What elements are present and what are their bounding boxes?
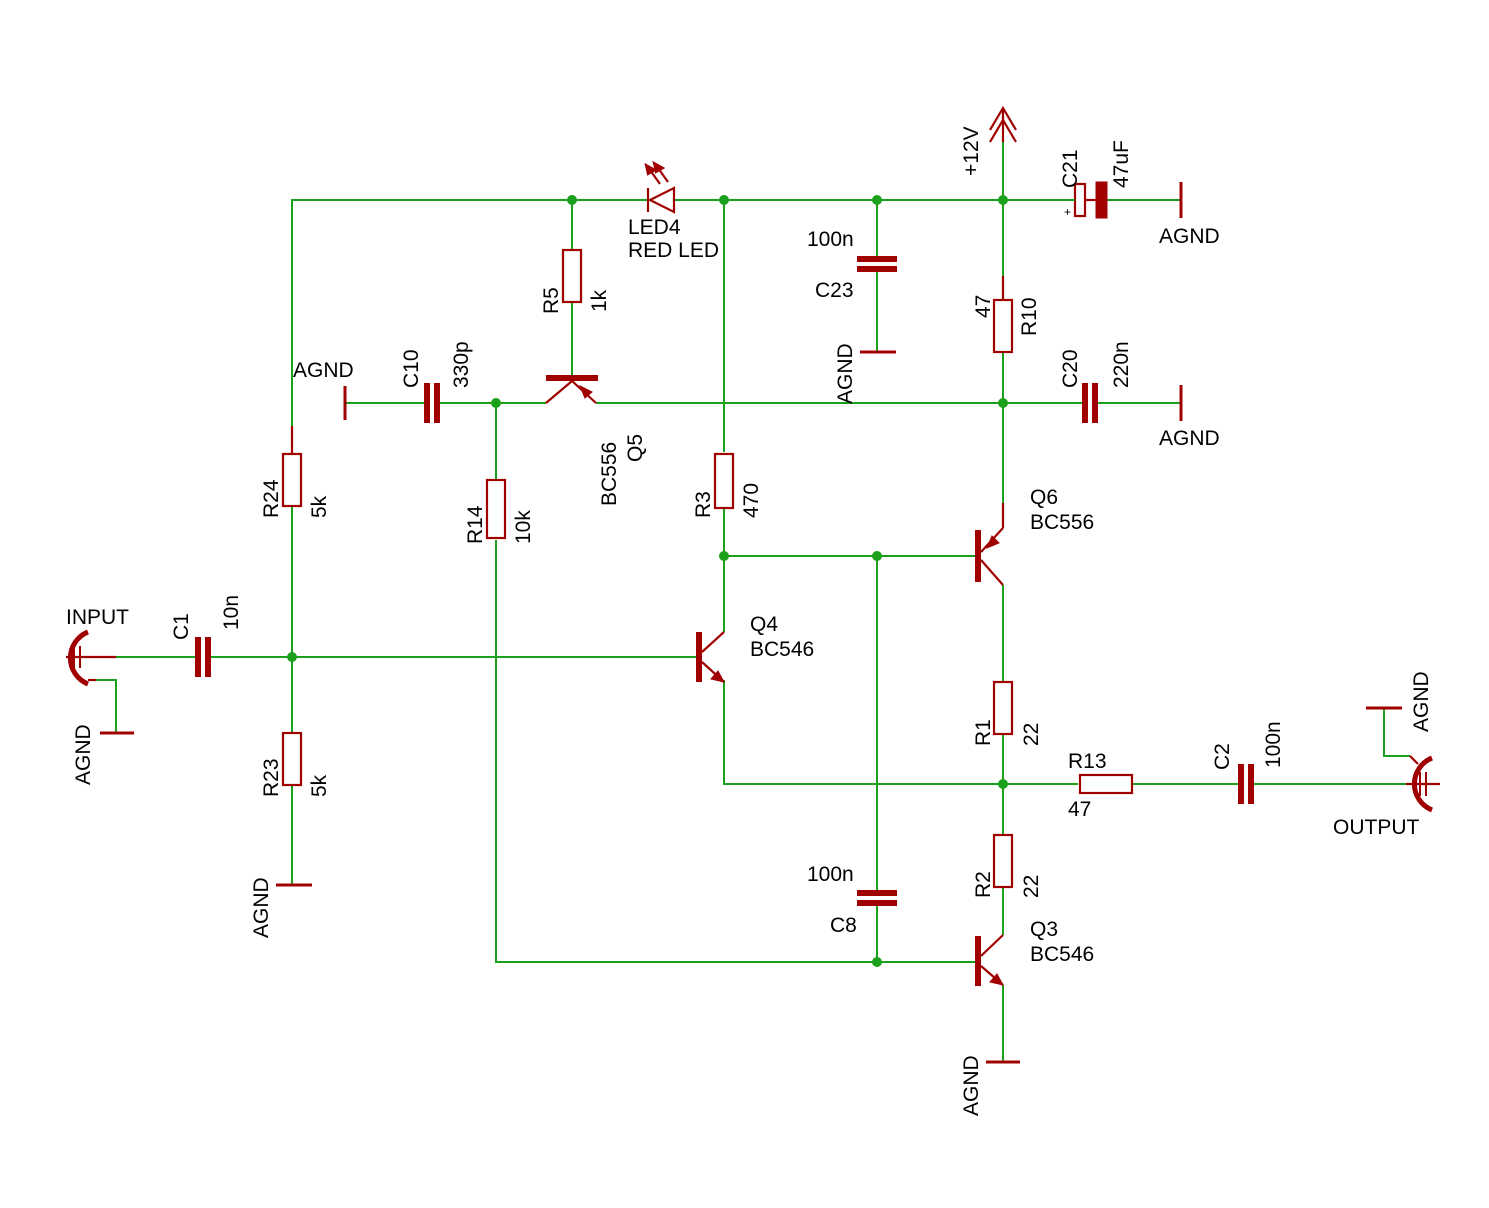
capacitors <box>195 256 1254 906</box>
label-r1-name: R1 <box>972 719 995 746</box>
label-r3-name: R3 <box>692 491 715 518</box>
capacitor-c21 <box>1064 181 1108 219</box>
label-agnd-c10: AGND <box>293 359 354 382</box>
label-r10-value: 47 <box>972 295 995 318</box>
resistor-r5 <box>561 248 583 304</box>
label-q5-name: Q5 <box>624 434 647 462</box>
label-c8-name: C8 <box>830 914 857 937</box>
transistor-q5 <box>545 375 598 404</box>
label-c1-name: C1 <box>170 613 193 640</box>
label-r10-name: R10 <box>1018 297 1041 336</box>
junctions <box>287 195 1008 967</box>
led4-diode <box>644 160 676 214</box>
junction-dot <box>719 551 729 561</box>
label-r23-value: 5k <box>308 774 331 797</box>
label-r13-name: R13 <box>1068 750 1107 773</box>
label-r3-value: 470 <box>740 483 763 518</box>
wires <box>88 140 1410 1062</box>
label-vcc: +12V <box>960 126 983 176</box>
label-c21-name: C21 <box>1059 149 1082 188</box>
wire-r14-bottom <box>495 540 975 963</box>
label-r14-value: 10k <box>512 510 535 544</box>
resistor-r10 <box>992 298 1014 354</box>
label-c20-value: 220n <box>1110 341 1133 388</box>
junction-dot <box>567 195 577 205</box>
label-r14-name: R14 <box>464 505 487 544</box>
label-agnd-c20: AGND <box>1159 427 1220 450</box>
junction-dot <box>998 779 1008 789</box>
junction-dot <box>491 398 501 408</box>
transistor-q3 <box>975 934 1004 986</box>
resistor-r1 <box>992 680 1014 736</box>
label-q5-value: BC556 <box>598 442 621 506</box>
wire-output-gnd <box>1383 708 1410 757</box>
junction-dot <box>872 195 882 205</box>
label-q3-value: BC546 <box>1030 943 1094 966</box>
labels: INPUT AGND C1 10n R24 5k R23 5k AGND AGN… <box>66 126 1433 1116</box>
label-r23-name: R23 <box>260 758 283 797</box>
label-q4-value: BC546 <box>750 638 814 661</box>
junction-dot <box>872 551 882 561</box>
label-c10-value: 330p <box>450 341 473 388</box>
junction-dot <box>872 957 882 967</box>
wire-input-gnd <box>88 679 117 733</box>
label-c2-name: C2 <box>1211 743 1234 770</box>
resistor-r2 <box>992 833 1014 889</box>
resistor-r14 <box>485 478 507 540</box>
label-c23-name: C23 <box>815 279 854 302</box>
label-agnd-r23: AGND <box>250 877 273 938</box>
label-c10-name: C10 <box>400 349 423 388</box>
label-c21-polarity: + <box>1064 205 1071 219</box>
transistor-q6 <box>975 503 1005 586</box>
label-agnd-input: AGND <box>72 724 95 785</box>
output-jack <box>1406 755 1440 813</box>
label-input: INPUT <box>66 606 129 629</box>
label-led4-name: LED4 <box>628 216 681 239</box>
label-c2-value: 100n <box>1262 721 1285 768</box>
transistor-q4 <box>696 631 725 683</box>
label-agnd-q3: AGND <box>960 1055 983 1116</box>
label-q3-name: Q3 <box>1030 918 1058 941</box>
label-q4-name: Q4 <box>750 613 778 636</box>
junction-dot <box>998 195 1008 205</box>
resistor-r24 <box>281 452 303 508</box>
resistor-r13 <box>1078 773 1134 795</box>
junction-dot <box>719 195 729 205</box>
label-r1-value: 22 <box>1020 723 1043 746</box>
label-c1-value: 10n <box>220 595 243 630</box>
label-agnd-output: AGND <box>1410 671 1433 732</box>
label-c20-name: C20 <box>1059 349 1082 388</box>
vcc-arrow <box>989 105 1017 143</box>
label-r13-value: 47 <box>1068 798 1091 821</box>
label-output: OUTPUT <box>1333 816 1420 839</box>
label-r24-value: 5k <box>308 495 331 518</box>
wire-top-rail <box>291 199 648 426</box>
label-agnd-c23: AGND <box>834 343 857 404</box>
ground-symbols <box>100 182 1402 1064</box>
junction-dot <box>998 398 1008 408</box>
label-c8-value: 100n <box>807 863 854 886</box>
label-q6-name: Q6 <box>1030 486 1058 509</box>
label-r2-name: R2 <box>972 871 995 898</box>
label-agnd-c21: AGND <box>1159 225 1220 248</box>
input-jack <box>66 629 116 687</box>
junction-dot <box>287 652 297 662</box>
label-r5-name: R5 <box>540 287 563 314</box>
label-c21-value: 47uF <box>1110 140 1133 188</box>
label-led4-value: RED LED <box>628 239 719 262</box>
resistor-r23 <box>281 731 303 787</box>
resistor-r3 <box>713 452 735 510</box>
label-c23-value: 100n <box>807 228 854 251</box>
wire-q4-output <box>723 680 1078 785</box>
label-r2-value: 22 <box>1020 875 1043 898</box>
resistors <box>281 248 1134 889</box>
label-r24-name: R24 <box>260 479 283 518</box>
label-q6-value: BC556 <box>1030 511 1094 534</box>
label-r5-value: 1k <box>588 289 611 312</box>
